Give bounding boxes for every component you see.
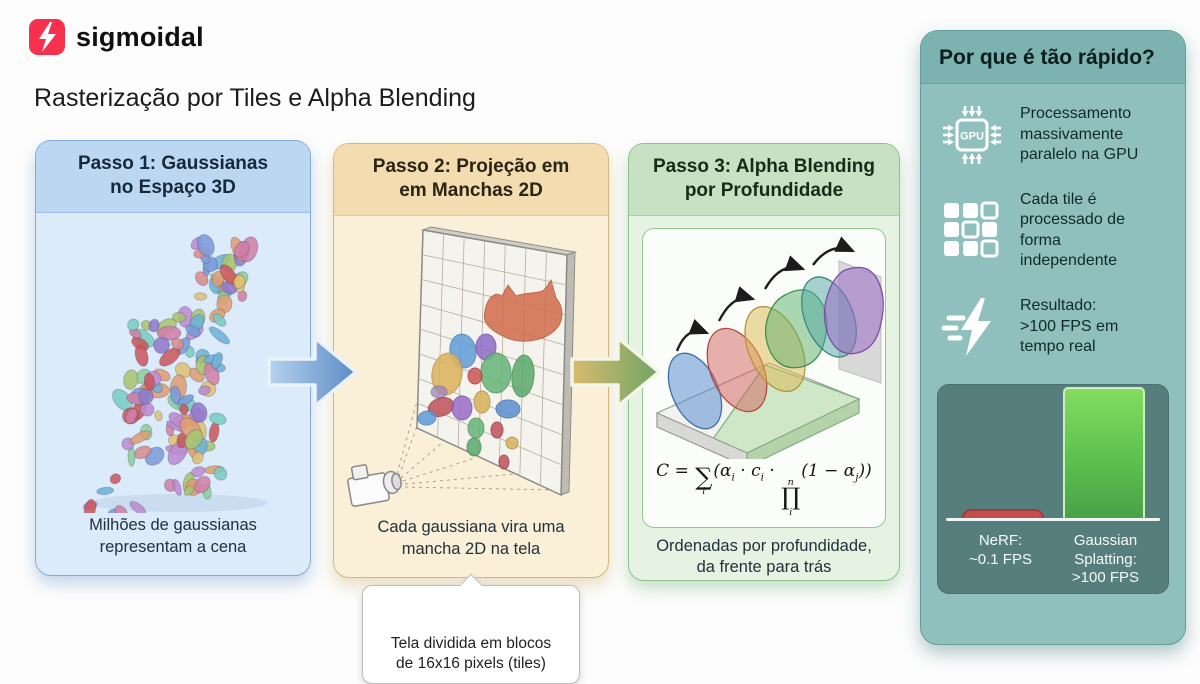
step-3-title: Passo 3: Alpha Blending por Profundidade [629,144,899,216]
step-panel-2: Passo 2: Projeção em em Manchas 2D [333,143,609,578]
sidebar-items: GPU Processamento massivamente paralelo … [921,84,1185,382]
why-fast-sidebar: Por que é tão rápido? GPU Processamento … [920,30,1186,645]
camera-icon [346,463,402,507]
page-title: Rasterização por Tiles e Alpha Blending [34,84,476,112]
nerf-bar [961,508,1044,519]
svg-text:GPU: GPU [960,131,984,143]
sidebar-item-gpu-text: Processamento massivamente paralelo na G… [1020,105,1139,164]
sidebar-item-gpu: GPU Processamento massivamente paralelo … [939,104,1169,166]
step-1-title: Passo 1: Gaussianas no Espaço 3D [36,141,310,213]
step-panel-3: Passo 3: Alpha Blending por Profundidade [628,143,900,581]
sidebar-item-speed-text: Resultado: >100 FPS em tempo real [1020,297,1119,356]
gaussian-splatting-bar-label: Gaussian Splatting: >100 FPS [1071,532,1140,587]
step-1-caption: Milhões de gaussianas representam a cena [89,516,257,556]
sidebar-title: Por que é tão rápido? [921,31,1185,84]
bars-row [938,386,1168,519]
brand-name: sigmoidal [76,21,204,52]
nerf-bar-label: NeRF: ~0.1 FPS [969,532,1032,568]
step2-to-step3-arrow-icon [570,336,661,408]
depth-blending-illustration [655,236,884,459]
sidebar-item-tiles-text: Cada tile é processado de forma independ… [1020,191,1125,270]
lightning-icon [939,296,1005,358]
fps-bar-chart: NeRF: ~0.1 FPS Gaussian Splatting: >100 … [937,383,1169,594]
brand-logo: sigmoidal [28,18,204,56]
step-3-caption: Ordenadas por profundidade, da frente pa… [656,537,872,577]
step-2-caption: Cada gaussiana vira uma mancha 2D na tel… [377,518,565,558]
alpha-blending-formula: C = ∑i(αi · ci · n∏i(1 − αj)) [656,460,872,518]
projection-screen-illustration [346,226,577,507]
gaussian-cat-illustration [82,233,268,513]
tiles-callout-text: Tela dividida em blocos de 16x16 pixels … [390,635,552,673]
tiles-grid-icon [939,201,1005,261]
gpu-icon: GPU [939,104,1005,166]
gaussian-splatting-bar [1062,386,1145,519]
step-2-title: Passo 2: Projeção em em Manchas 2D [334,144,608,216]
alpha-blending-box: C = ∑i(αi · ci · n∏i(1 − αj)) [642,227,886,529]
step1-to-step2-arrow-icon [267,336,358,408]
sidebar-item-tiles: Cada tile é processado de forma independ… [939,190,1169,272]
sidebar-item-speed: Resultado: >100 FPS em tempo real [939,296,1169,358]
tiles-callout: Tela dividida em blocos de 16x16 pixels … [362,573,580,684]
chart-labels: NeRF: ~0.1 FPS Gaussian Splatting: >100 … [938,532,1168,588]
sigmoidal-bolt-icon [29,19,65,55]
chart-baseline [946,517,1160,521]
